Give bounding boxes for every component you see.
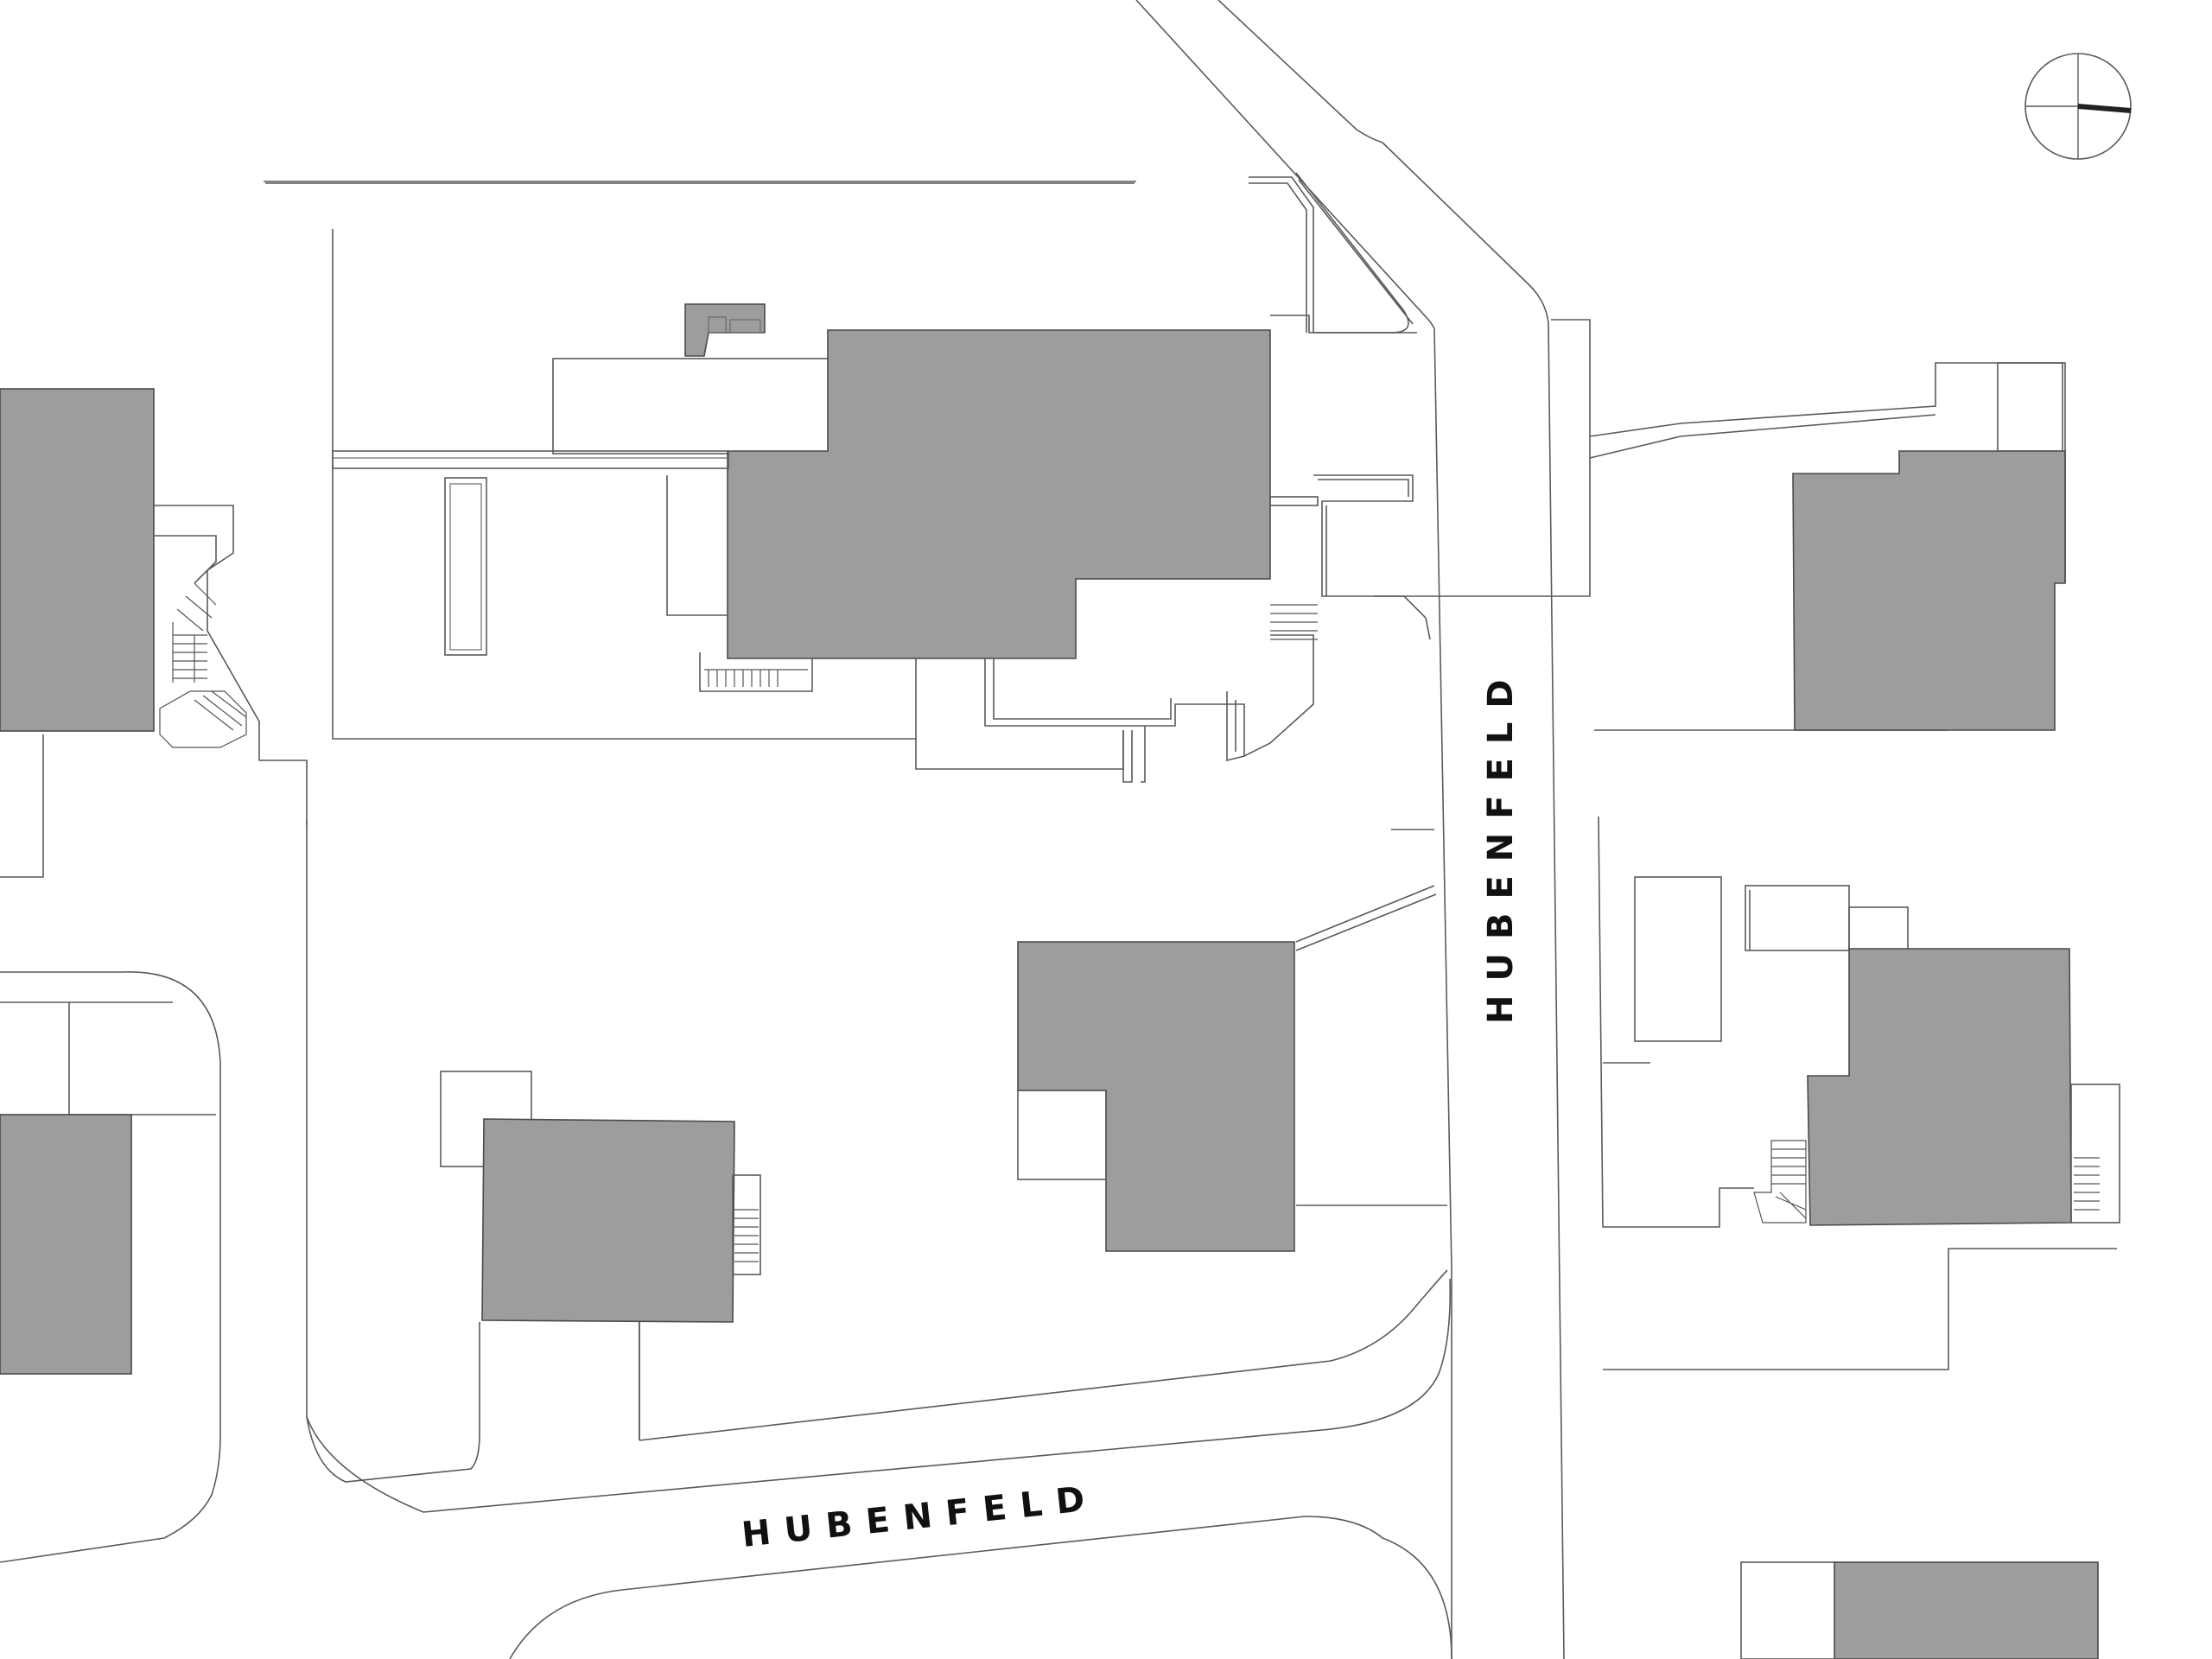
road-horizontal-south-edge [0,971,221,1563]
road-horizontal-south-edge-2 [423,1278,1452,1513]
southwest-building [0,1114,132,1375]
main-complex [332,172,1431,783]
road-horizontal-lower-curb [306,1416,424,1513]
road-vertical-west-edge [1135,0,1452,1659]
road-vertical-east-edge [1217,0,1565,1659]
road-curbs [0,0,1565,1659]
street-label-vertical: HUBENFELD [1481,665,1521,1024]
road-horizontal-north-edge [306,821,480,1483]
road-horizontal-north-edge-2 [639,1269,1448,1441]
l-shaped-building [1017,941,1295,1252]
east-building [1634,876,2120,1226]
southeast-building [1740,1561,2099,1659]
compass-circle-icon [2024,53,2132,160]
road-horizontal-bottom-curb [509,1516,1452,1659]
south-centre-building [440,1071,761,1440]
northeast-building [1792,362,2066,731]
west-building [0,388,308,825]
